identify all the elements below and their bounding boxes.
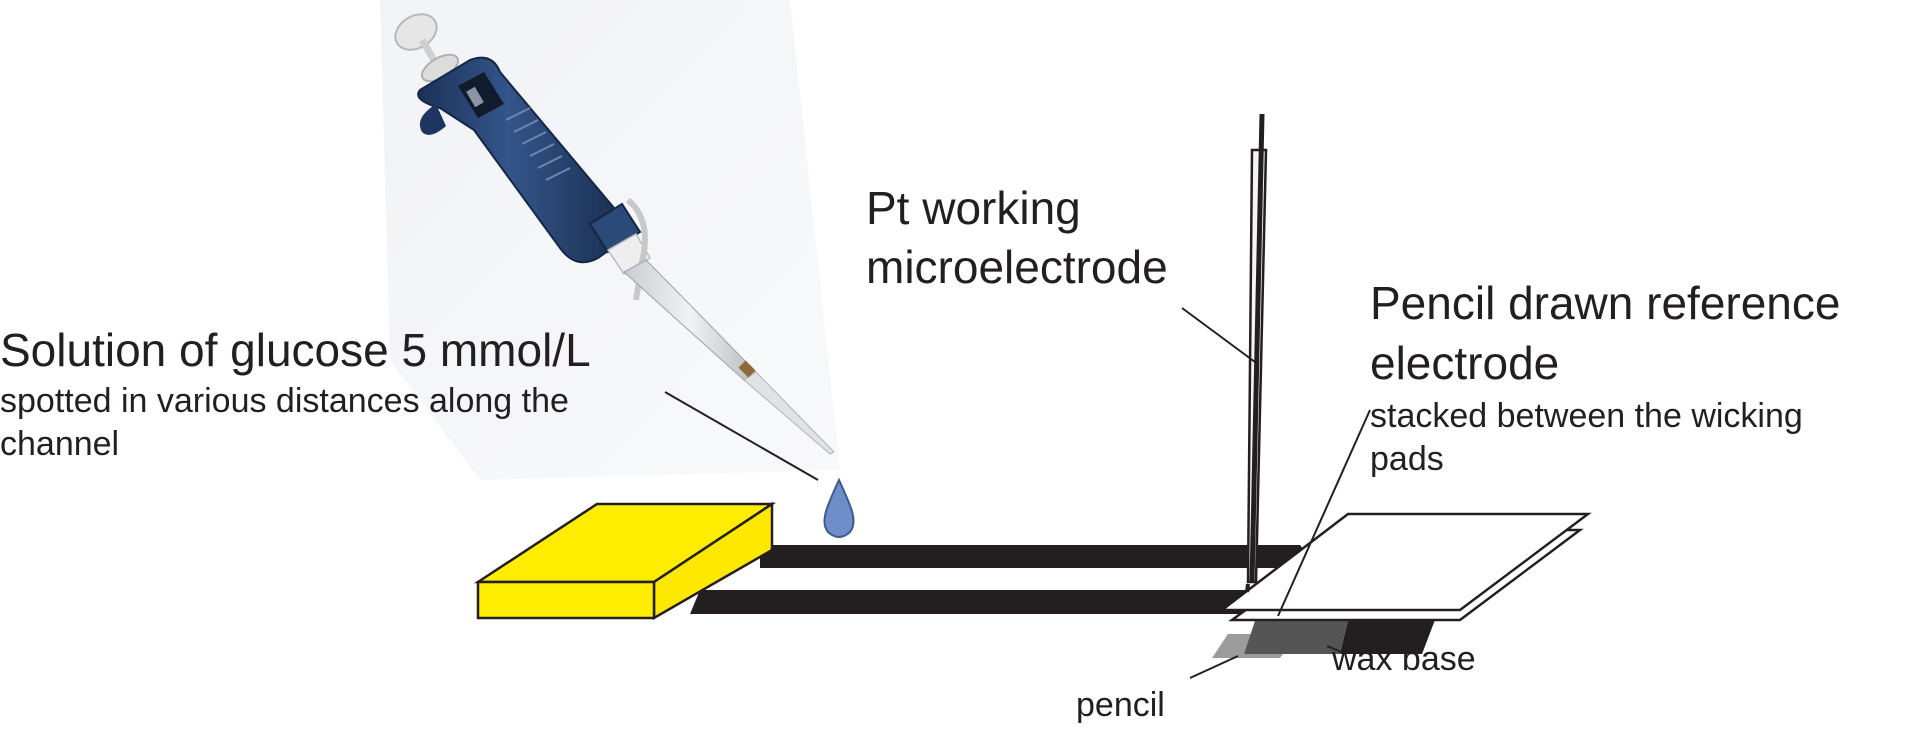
reference-label-sub-2: pads xyxy=(1370,440,1444,478)
pt-label-2: microelectrode xyxy=(866,241,1168,293)
micropipette-icon xyxy=(394,13,835,455)
leader-line-pt xyxy=(1181,307,1256,363)
leader-line-glucose xyxy=(664,391,819,481)
sample-pad xyxy=(473,501,777,621)
reference-label-1: Pencil drawn reference xyxy=(1370,277,1840,329)
channel-wax-line-bottom xyxy=(690,590,1262,614)
water-drop-icon xyxy=(823,477,855,538)
pt-microelectrode xyxy=(1245,113,1268,593)
pencil-label: pencil xyxy=(1076,686,1165,724)
wax-base-label: wax base xyxy=(1331,640,1476,678)
wicking-pad-top xyxy=(1218,512,1592,612)
pencil-reference-electrode xyxy=(1244,612,1350,654)
leader-line-pencil xyxy=(1189,655,1239,679)
leader-line-reference xyxy=(1277,409,1371,617)
pt-label-1: Pt working xyxy=(866,182,1081,234)
glucose-label-sub-2: channel xyxy=(0,425,119,463)
reference-label-2: electrode xyxy=(1370,337,1559,389)
glucose-label-sub-1: spotted in various distances along the xyxy=(0,382,569,420)
leader-line-wax xyxy=(1326,645,1347,655)
channel-wax-line-top xyxy=(760,545,1318,568)
wax-base xyxy=(1340,612,1438,654)
glucose-label-title: Solution of glucose 5 mmol/L xyxy=(0,324,591,376)
reference-label-sub-1: stacked between the wicking xyxy=(1370,397,1803,435)
